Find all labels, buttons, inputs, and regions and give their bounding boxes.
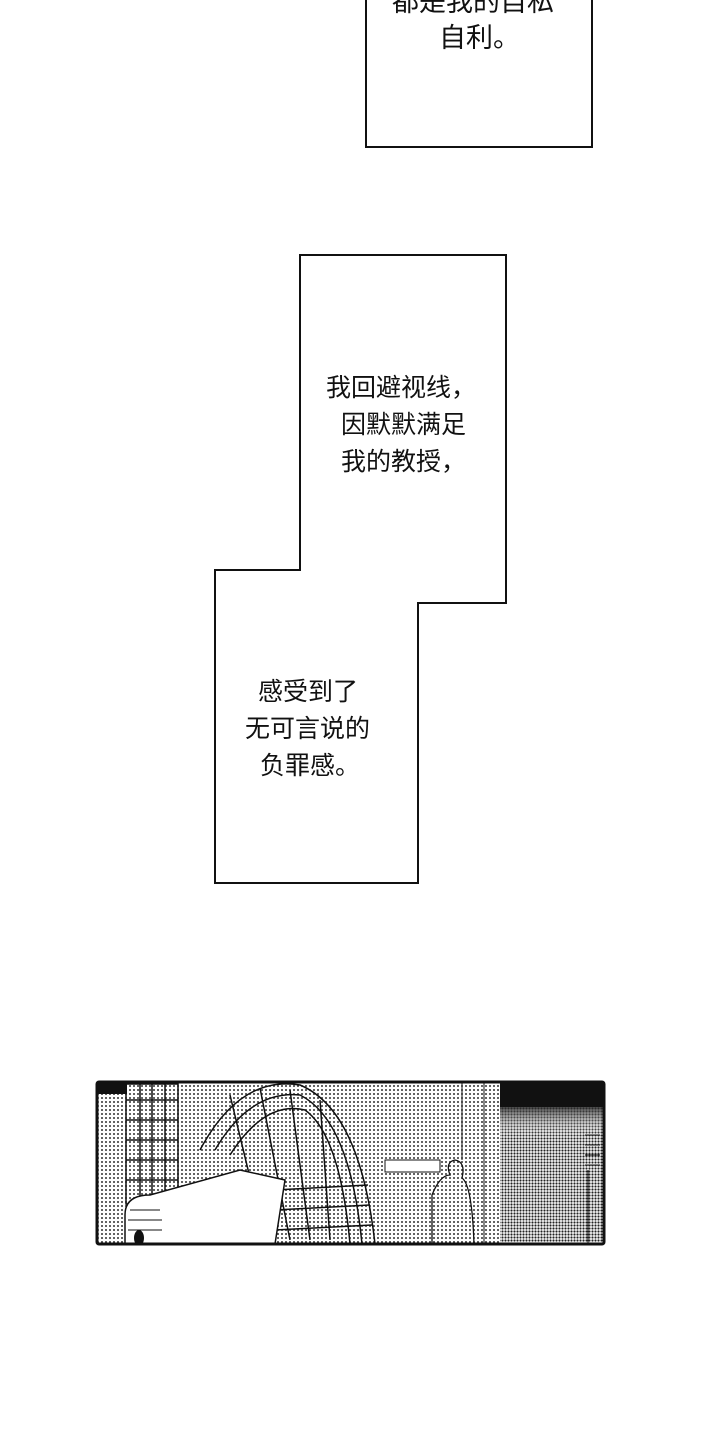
caption-3-line-2: 无可言说的 xyxy=(245,714,371,743)
standing-figure xyxy=(431,1159,475,1244)
caption-3-line-1: 感受到了 xyxy=(258,677,359,706)
panel-border xyxy=(95,1080,606,1246)
caption-2-line-3: 我的教授， xyxy=(341,447,467,476)
caption-2-line-2: 因默默满足 xyxy=(341,410,467,439)
fan-motor xyxy=(124,1169,286,1244)
window-grid xyxy=(125,1083,179,1205)
fan-cage xyxy=(199,1083,376,1244)
caption-1-line-2: 自利。 xyxy=(439,23,520,54)
caption-2-line-1: 我回避视线， xyxy=(326,373,477,402)
caption-1-line-1: 都是我的自私 xyxy=(392,0,554,18)
caption-3-line-3: 负罪感。 xyxy=(260,751,361,780)
caption-box-2-3 xyxy=(214,254,507,884)
caption-box-1 xyxy=(365,0,593,148)
